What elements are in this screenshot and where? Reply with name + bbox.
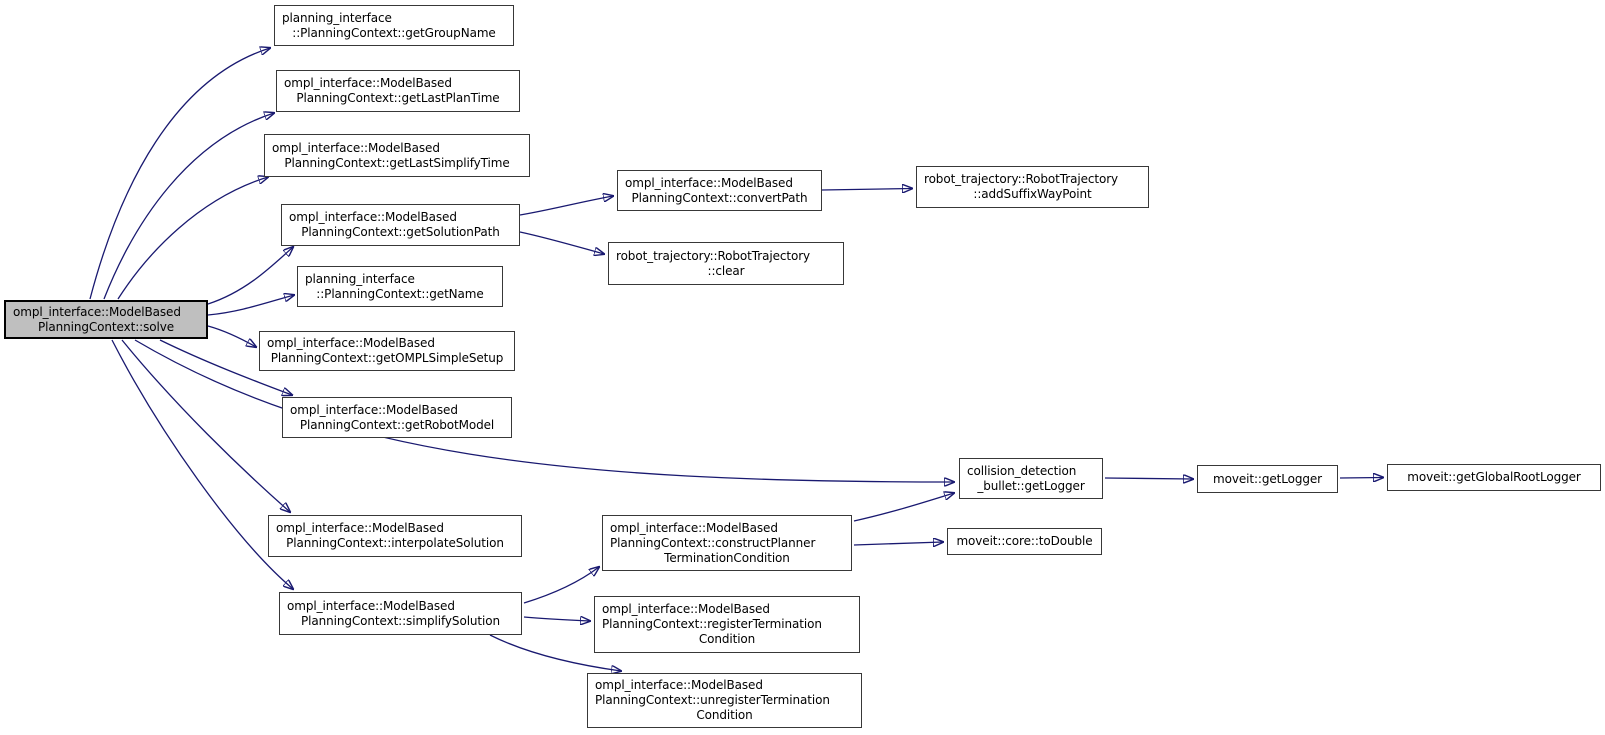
node-label-line: PlanningContext::simplifySolution xyxy=(300,613,501,628)
node-label-line: ::PlanningContext::getGroupName xyxy=(292,25,496,40)
edge-simplifySolution-registerTC xyxy=(523,617,590,621)
edge-solve-getSolutionPath xyxy=(207,247,293,305)
node-label-line: ompl_interface::ModelBased xyxy=(625,175,793,190)
node-label-line: ompl_interface::ModelBased xyxy=(276,521,444,535)
edge-solve-simplifySolution xyxy=(111,339,293,589)
node-solve[interactable]: ompl_interface::ModelBased PlanningConte… xyxy=(4,300,208,339)
node-label-line: PlanningContext::getLastPlanTime xyxy=(296,91,500,105)
edge-simplifySolution-unregisterTC xyxy=(489,634,621,671)
node-label-line: PlanningContext::interpolateSolution xyxy=(286,536,504,550)
node-unregisterTC[interactable]: ompl_interface::ModelBased PlanningConte… xyxy=(587,673,862,728)
node-label-line: ompl_interface::ModelBased xyxy=(272,140,440,155)
node-registerTC[interactable]: ompl_interface::ModelBased PlanningConte… xyxy=(594,596,860,653)
node-label-line: ompl_interface::ModelBased xyxy=(610,520,778,535)
node-label-line: planning_interface xyxy=(282,10,392,25)
edge-moveitGetLogger-getGlobalRootLogger xyxy=(1339,478,1383,479)
node-label-line: Condition xyxy=(698,632,756,646)
node-getSolutionPath[interactable]: ompl_interface::ModelBased PlanningConte… xyxy=(281,204,520,246)
node-label-line: moveit::getGlobalRootLogger xyxy=(1407,470,1581,484)
node-label-line: robot_trajectory::RobotTrajectory xyxy=(924,172,1119,186)
node-label-line: ompl_interface::ModelBased xyxy=(267,336,435,350)
node-label-line: PlanningContext::getRobotModel xyxy=(299,417,495,432)
node-label-line: PlanningContext::constructPlanner xyxy=(610,535,816,550)
edge-solve-getLastPlanTime xyxy=(103,113,274,300)
node-label-line: ompl_interface::ModelBased xyxy=(289,210,457,224)
node-getLastPlanTime[interactable]: ompl_interface::ModelBased PlanningConte… xyxy=(276,70,520,112)
edge-constructPlannerTC-bulletGetLogger xyxy=(853,493,954,522)
node-label-line: moveit::core::toDouble xyxy=(956,534,1093,548)
node-label-line: planning_interface xyxy=(305,271,415,286)
node-label-line: PlanningContext::solve xyxy=(38,319,174,334)
node-label-line: ompl_interface::ModelBased xyxy=(287,598,455,613)
node-label-line: ompl_interface::ModelBased xyxy=(602,602,770,616)
node-label-line: ompl_interface::ModelBased xyxy=(13,304,181,319)
edge-solve-getRobotModel xyxy=(159,339,292,395)
edge-convertPath-addSuffixWayPoint xyxy=(821,189,912,191)
node-constructPlannerTC[interactable]: ompl_interface::ModelBased PlanningConte… xyxy=(602,515,852,571)
node-label-line: ::addSuffixWayPoint xyxy=(973,187,1092,201)
node-simplifySolution[interactable]: ompl_interface::ModelBased PlanningConte… xyxy=(279,592,522,635)
node-convertPath[interactable]: ompl_interface::ModelBased PlanningConte… xyxy=(617,170,822,211)
node-label-line: PlanningContext::convertPath xyxy=(631,190,808,205)
edge-solve-getGroupName xyxy=(89,48,270,300)
edge-solve-interpolateSolution xyxy=(121,339,290,512)
edge-bulletGetLogger-moveitGetLogger xyxy=(1104,478,1193,479)
node-getGlobalRootLogger[interactable]: moveit::getGlobalRootLogger xyxy=(1387,464,1601,491)
node-getLastSimplifyTime[interactable]: ompl_interface::ModelBased PlanningConte… xyxy=(264,134,530,177)
edge-solve-getName xyxy=(207,295,294,316)
edge-constructPlannerTC-toDouble xyxy=(853,542,943,545)
node-label-line: PlanningContext::getLastSimplifyTime xyxy=(284,155,510,170)
node-bulletGetLogger[interactable]: collision_detection _bullet::getLogger xyxy=(959,458,1103,499)
edge-getSolutionPath-convertPath xyxy=(519,196,613,216)
node-label-line: _bullet::getLogger xyxy=(977,478,1085,493)
node-moveitGetLogger[interactable]: moveit::getLogger xyxy=(1197,465,1338,493)
node-label-line: ompl_interface::ModelBased xyxy=(290,402,458,417)
edge-simplifySolution-constructPlannerTC xyxy=(523,567,599,604)
node-getOMPLSimpleSetup[interactable]: ompl_interface::ModelBased PlanningConte… xyxy=(259,331,515,371)
node-label-line: ::PlanningContext::getName xyxy=(316,286,484,301)
node-clear[interactable]: robot_trajectory::RobotTrajectory ::clea… xyxy=(608,242,844,285)
node-label-line: ompl_interface::ModelBased xyxy=(595,678,763,692)
node-label-line: PlanningContext::unregisterTermination xyxy=(595,693,830,707)
node-label-line: PlanningContext::getOMPLSimpleSetup xyxy=(270,351,504,365)
node-toDouble[interactable]: moveit::core::toDouble xyxy=(947,528,1102,555)
node-label-line: ::clear xyxy=(707,263,745,278)
edge-solve-getOMPLSimpleSetup xyxy=(207,325,256,347)
node-addSuffixWayPoint[interactable]: robot_trajectory::RobotTrajectory ::addS… xyxy=(916,166,1149,208)
edge-solve-getLastSimplifyTime xyxy=(117,177,268,300)
node-label-line: Condition xyxy=(696,708,753,722)
node-label-line: collision_detection xyxy=(967,463,1077,478)
node-getGroupName[interactable]: planning_interface ::PlanningContext::ge… xyxy=(274,5,514,46)
node-label-line: ompl_interface::ModelBased xyxy=(284,76,452,90)
node-getRobotModel[interactable]: ompl_interface::ModelBased PlanningConte… xyxy=(282,397,512,438)
node-label-line: PlanningContext::getSolutionPath xyxy=(301,225,500,239)
edge-getSolutionPath-clear xyxy=(519,231,604,254)
node-label-line: TerminationCondition xyxy=(664,550,790,565)
node-label-line: moveit::getLogger xyxy=(1212,471,1322,486)
edge-solve-bulletGetLogger xyxy=(134,339,954,482)
node-getName[interactable]: planning_interface ::PlanningContext::ge… xyxy=(297,266,503,307)
node-interpolateSolution[interactable]: ompl_interface::ModelBased PlanningConte… xyxy=(268,515,522,557)
node-label-line: robot_trajectory::RobotTrajectory xyxy=(616,248,811,263)
node-label-line: PlanningContext::registerTermination xyxy=(602,617,822,631)
